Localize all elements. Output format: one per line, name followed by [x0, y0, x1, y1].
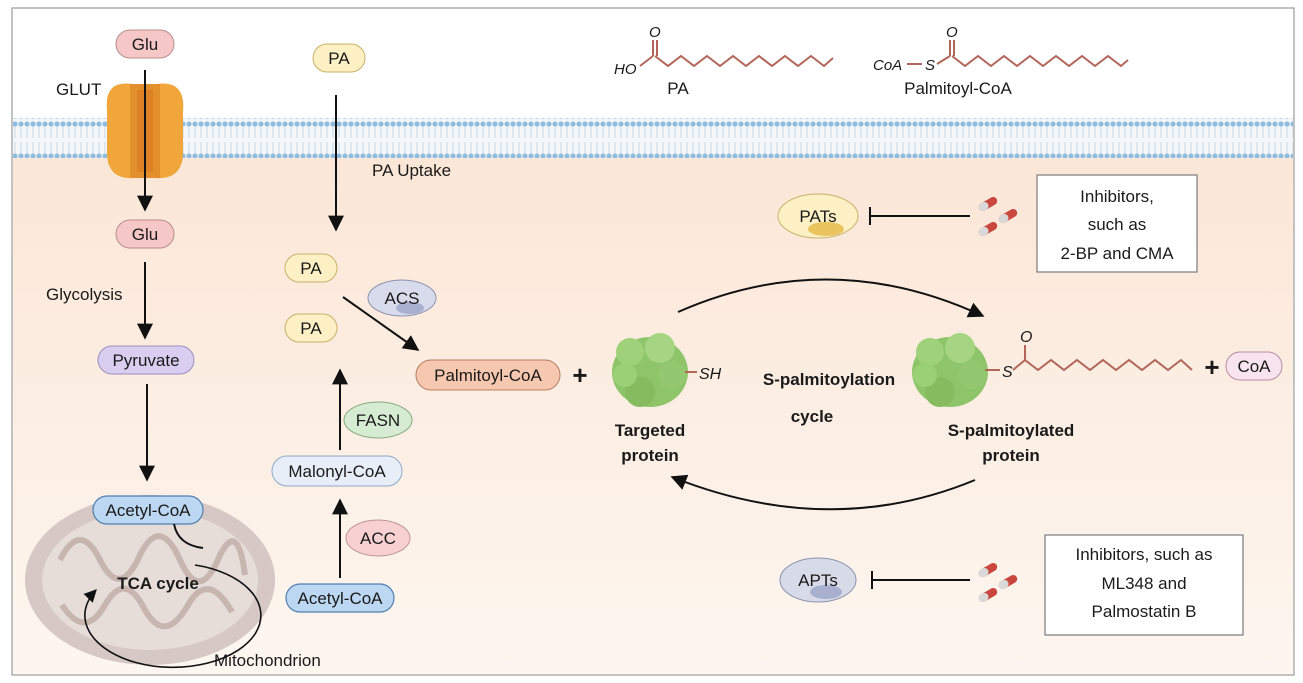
- pa-uptake-label: PA Uptake: [372, 161, 451, 180]
- glu-outside-label: Glu: [132, 35, 158, 54]
- inhibitors-bottom-line3: Palmostatin B: [1092, 602, 1197, 621]
- plus-sign-1: +: [572, 360, 587, 390]
- palmitoyl-coa-pill: [415, 359, 561, 391]
- protein-icon: [612, 333, 688, 407]
- plus-sign-2: +: [1204, 352, 1219, 382]
- inhibitors-box-top: [1036, 174, 1198, 273]
- acc-enzyme: [345, 519, 411, 557]
- glycolysis-label: Glycolysis: [46, 285, 123, 304]
- inhibitors-top-line1: Inhibitors,: [1080, 187, 1154, 206]
- palmitoylated-protein-line1: S-palmitoylated: [948, 421, 1075, 440]
- mitochondrion-icon: [25, 495, 275, 665]
- palmitoyl-chain-protein: [1012, 358, 1193, 372]
- palm-struct-s: S: [925, 57, 935, 74]
- glu-inside-pill: [115, 219, 175, 249]
- palmitoyl-coa-structure: CoA S O: [873, 24, 1129, 74]
- glu-outside-pill: [115, 29, 175, 59]
- inhibitors-top-line3: 2-BP and CMA: [1060, 244, 1174, 263]
- protein-s-atom: S: [1002, 364, 1013, 381]
- pa-struct-name: PA: [667, 79, 689, 98]
- cycle-label-line2: cycle: [791, 407, 834, 426]
- glut-label: GLUT: [56, 80, 101, 99]
- targeted-protein-line1: Targeted: [615, 421, 686, 440]
- pa-structure: HO O: [614, 24, 834, 78]
- tca-cycle-label: TCA cycle: [117, 574, 199, 593]
- mitochondrion-label: Mitochondrion: [214, 651, 321, 670]
- malonyl-coa-label: Malonyl-CoA: [288, 462, 386, 481]
- acetyl-coa-mito-pill: [92, 495, 204, 525]
- pill-icon: [978, 197, 1018, 236]
- acetyl-coa-cyto-label: Acetyl-CoA: [297, 589, 383, 608]
- palm-struct-o: O: [946, 24, 958, 41]
- pa-struct-o: O: [649, 24, 661, 41]
- coa-label: CoA: [1237, 357, 1271, 376]
- pill-icon: [978, 563, 1018, 602]
- pa-inside-pill-1: [284, 253, 338, 283]
- acetyl-coa-mito-label: Acetyl-CoA: [105, 501, 191, 520]
- pats-label: PATs: [799, 207, 836, 226]
- apts-enzyme-core: [810, 585, 842, 599]
- pa-to-palmitoyl-arrow: [342, 296, 420, 351]
- pyruvate-pill: [97, 345, 195, 375]
- acs-enzyme-core: [396, 302, 424, 314]
- inhibitors-top-line2: such as: [1088, 215, 1147, 234]
- depalmitoylation-arrow: [670, 474, 976, 511]
- coa-pill: [1225, 351, 1283, 381]
- glu-inside-label: Glu: [132, 225, 158, 244]
- pa-outside-label: PA: [328, 49, 350, 68]
- pa-struct-ho: HO: [614, 61, 637, 78]
- fasn-label: FASN: [356, 411, 400, 430]
- targeted-protein-line2: protein: [621, 446, 679, 465]
- palmitoylated-protein-line2: protein: [982, 446, 1040, 465]
- inhibitors-bottom-line2: ML348 and: [1101, 574, 1186, 593]
- inhibitors-box-bottom: [1044, 534, 1244, 636]
- tca-cycle-arrow: [83, 564, 262, 669]
- acetyl-to-tca-line: [173, 523, 204, 549]
- pa-inside-label-1: PA: [300, 259, 322, 278]
- acs-label: ACS: [385, 289, 420, 308]
- palmitoylation-arrow: [677, 278, 985, 318]
- palm-struct-coa: CoA: [873, 57, 902, 74]
- pyruvate-label: Pyruvate: [112, 351, 179, 370]
- pa-inside-label-2: PA: [300, 319, 322, 338]
- apts-label: APTs: [798, 571, 838, 590]
- fasn-enzyme: [343, 401, 413, 439]
- pats-enzyme-core: [808, 222, 844, 236]
- inhibitors-bottom-line1: Inhibitors, such as: [1075, 545, 1212, 564]
- cycle-label-line1: S-palmitoylation: [763, 370, 895, 389]
- sh-group-label: SH: [699, 366, 722, 383]
- pa-outside-pill: [312, 43, 366, 73]
- acc-label: ACC: [360, 529, 396, 548]
- protein-o-atom: O: [1020, 329, 1032, 346]
- malonyl-coa-pill: [271, 455, 403, 487]
- palmitoyl-coa-label: Palmitoyl-CoA: [434, 366, 542, 385]
- cell-membrane: [13, 118, 1293, 158]
- palm-struct-name: Palmitoyl-CoA: [904, 79, 1012, 98]
- pa-inside-pill-2: [284, 313, 338, 343]
- palmitoylated-protein-icon: [912, 333, 988, 407]
- acetyl-coa-cyto-pill: [285, 583, 395, 613]
